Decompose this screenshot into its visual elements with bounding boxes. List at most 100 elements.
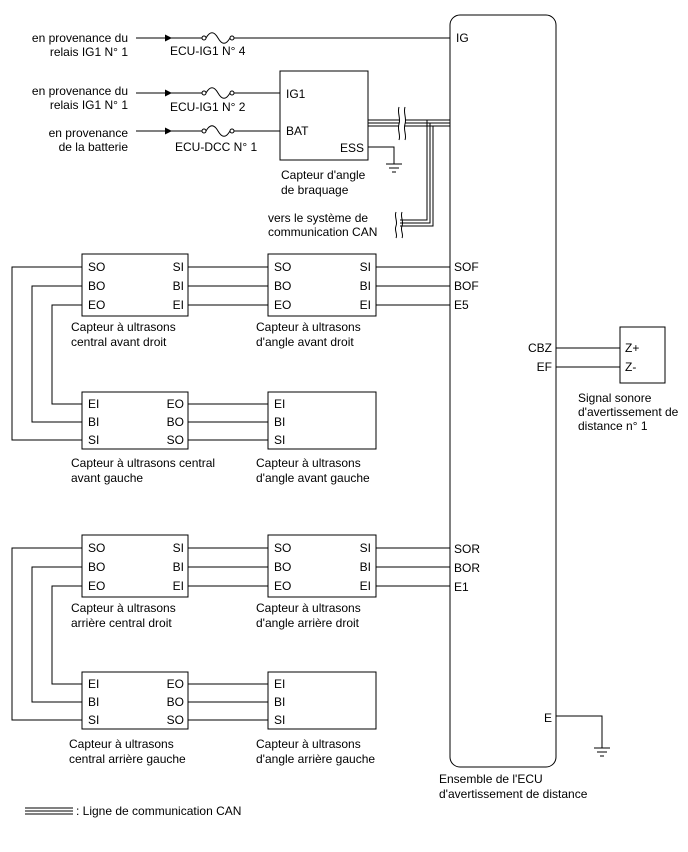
source-battery-line1: en provenance [49,126,129,140]
steering-pin-ig1: IG1 [286,87,306,101]
ess-ground-icon [368,146,402,173]
rcl-pin-bo: BO [167,695,184,709]
sensor-front-angle-right [267,253,377,317]
steering-caption-line1: Capteur d'angle [281,168,366,182]
buzzer-box [619,326,666,384]
buzzer-pin-zp: Z+ [625,341,639,355]
fal-caption-line2: d'angle avant gauche [256,471,370,485]
wire-ig1-to-steering [136,87,280,99]
rcr-pin-bo: BO [88,560,105,574]
fal-pin-si: SI [274,433,285,447]
buzzer-pin-zm: Z- [625,360,636,374]
rcl-pin-eo: EO [167,677,184,691]
fal-caption-line1: Capteur à ultrasons [256,456,361,470]
rar-pin-eo: EO [274,579,291,593]
ecu-pin-bor: BOR [454,561,480,575]
ecu-pin-e5: E5 [454,298,469,312]
ecu-box [449,14,557,768]
rar-pin-ei: EI [360,579,371,593]
ral-pin-si: SI [274,713,285,727]
wires-rear-left [11,547,268,721]
fuse-ecu-ig1-4: ECU-IG1 N° 4 [170,44,246,58]
ecu-pin-ef: EF [537,360,552,374]
ecu-caption-line2: d'avertissement de distance [439,787,588,801]
steering-caption-line2: de braquage [281,183,349,197]
steering-pin-ess: ESS [340,141,364,155]
rcl-caption-line1: Capteur à ultrasons [69,737,174,751]
can-legend-symbol [25,807,73,815]
ecu-caption-line1: Ensemble de l'ECU [439,772,543,786]
far-pin-si: SI [360,260,371,274]
fcl-caption-line1: Capteur à ultrasons central [71,456,215,470]
fcr-pin-ei: EI [173,298,184,312]
source-ig1-mid-line2: relais IG1 N° 1 [50,98,128,112]
can-to-line2: communication CAN [268,225,377,239]
can-bus [368,106,450,239]
fal-pin-bi: BI [274,415,285,429]
source-ig1-top-line2: relais IG1 N° 1 [50,45,128,59]
rcr-pin-eo: EO [88,579,105,593]
rcr-pin-so: SO [88,541,105,555]
wires-front-right [188,266,450,306]
far-caption-line2: d'angle avant droit [256,335,354,349]
far-caption-line1: Capteur à ultrasons [256,320,361,334]
fuse-ecu-ig1-2: ECU-IG1 N° 2 [170,100,246,114]
rcl-pin-bi: BI [88,695,99,709]
far-pin-so: SO [274,260,291,274]
sensor-front-angle-left [267,391,377,450]
ecu-pin-bof: BOF [454,279,479,293]
buzzer-caption-line1: Signal sonore [578,391,652,405]
sensor-rear-center-right [81,534,189,598]
fcl-pin-eo: EO [167,397,184,411]
rcr-caption-line1: Capteur à ultrasons [71,601,176,615]
rar-pin-si: SI [360,541,371,555]
fcl-pin-bi: BI [88,415,99,429]
ecu-ground-icon [556,715,610,757]
source-ig1-mid-line1: en provenance du [32,84,128,98]
sensor-rear-angle-left [267,671,377,730]
source-battery-line2: de la batterie [59,140,129,154]
buzzer-caption-line3: distance n° 1 [578,419,648,433]
ral-pin-ei: EI [274,677,285,691]
far-pin-eo: EO [274,298,291,312]
ecu-pin-e1: E1 [454,580,469,594]
wires-front-left [11,266,268,441]
far-pin-bo: BO [274,279,291,293]
rcr-pin-si: SI [173,541,184,555]
fcr-pin-eo: EO [88,298,105,312]
source-ig1-top-line1: en provenance du [32,31,128,45]
rcr-caption-line2: arrière central droit [71,616,172,630]
ecu-pin-cbz: CBZ [528,341,552,355]
sensor-front-center-right [81,253,189,317]
rar-caption-line2: d'angle arrière droit [256,616,360,630]
fcr-pin-bo: BO [88,279,105,293]
fcl-pin-ei: EI [88,397,99,411]
fcr-pin-so: SO [88,260,105,274]
fcr-caption-line2: central avant droit [71,335,167,349]
far-pin-bi: BI [360,279,371,293]
rar-caption-line1: Capteur à ultrasons [256,601,361,615]
fuse-ecu-dcc-1: ECU-DCC N° 1 [175,140,257,154]
fcl-pin-si: SI [88,433,99,447]
can-to-line1: vers le système de [268,211,368,225]
rcl-pin-ei: EI [88,677,99,691]
ral-caption-line2: d'angle arrière gauche [256,752,375,766]
steering-sensor-box [279,70,369,161]
wires-rear-right [188,547,450,587]
ecu-pin-sor: SOR [454,542,480,556]
rcr-pin-bi: BI [173,560,184,574]
ral-caption-line1: Capteur à ultrasons [256,737,361,751]
fcr-pin-si: SI [173,260,184,274]
fcl-caption-line2: avant gauche [71,471,143,485]
can-legend-label: : Ligne de communication CAN [76,804,241,818]
sensor-front-center-left [81,391,189,450]
ecu-pin-sof: SOF [454,260,479,274]
fal-pin-ei: EI [274,397,285,411]
rcl-pin-si: SI [88,713,99,727]
rar-pin-bi: BI [360,560,371,574]
wire-battery-to-steering [136,125,280,137]
far-pin-ei: EI [360,298,371,312]
rar-pin-so: SO [274,541,291,555]
buzzer-caption-line2: d'avertissement de [578,405,679,419]
